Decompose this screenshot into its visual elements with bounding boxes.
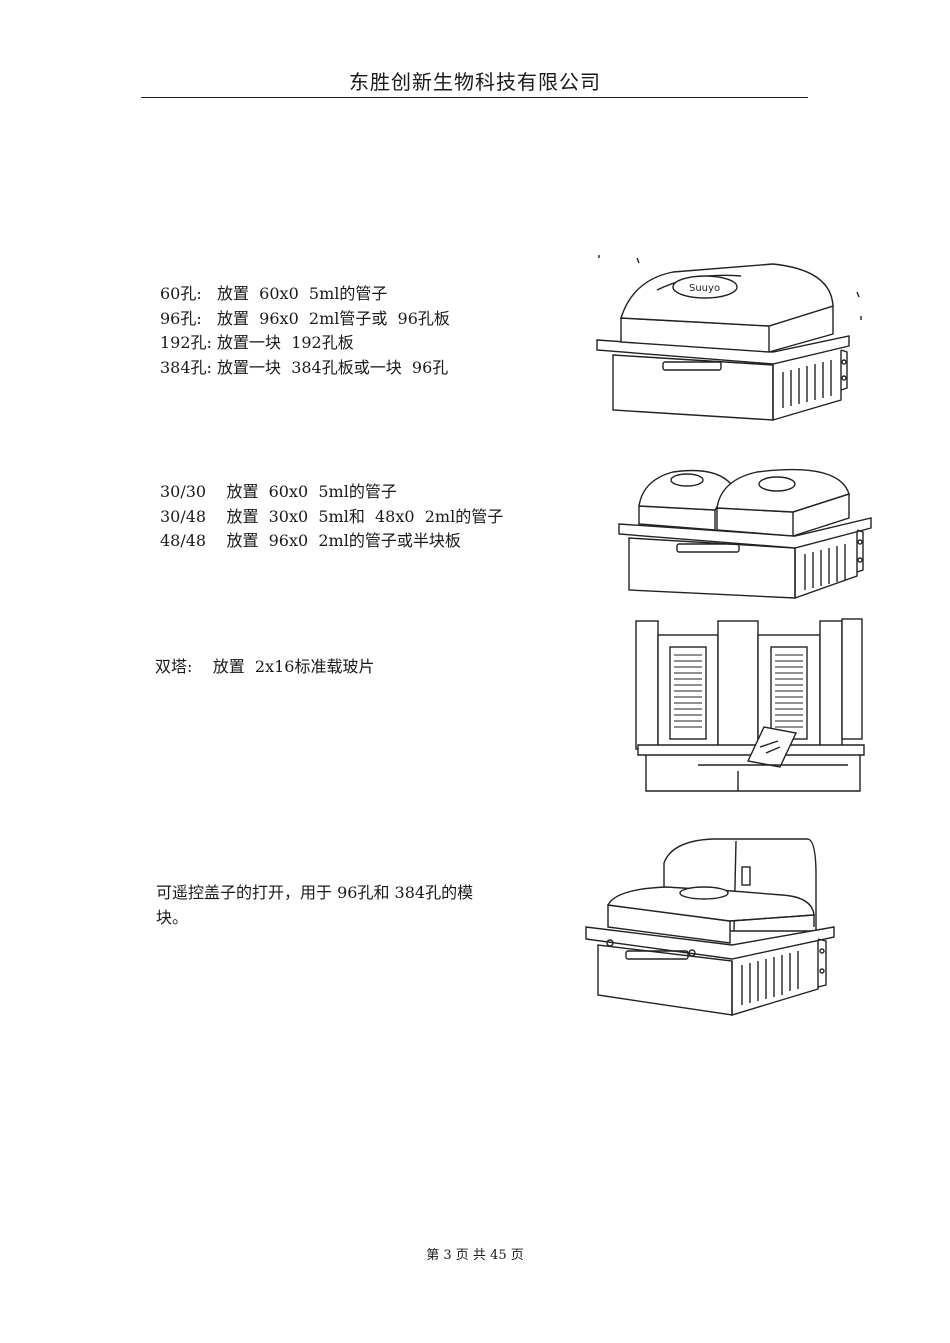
twin-tower-text: 双塔: 放置 2x16标准载玻片 <box>155 655 374 680</box>
text-line: 30/30 放置 60x0 5ml的管子 <box>160 482 397 501</box>
device-logo: Suuyo <box>689 283 720 294</box>
single-block-module-drawing: Suuyo <box>593 250 873 425</box>
page-footer: 第 3 页 共 45 页 <box>426 1248 524 1263</box>
text-line: 60孔: 放置 60x0 5ml的管子 <box>160 284 388 303</box>
text-line: 30/48 放置 30x0 5ml和 48x0 2ml的管子 <box>160 506 504 526</box>
company-title: 东胜创新生物科技有限公司 <box>349 70 601 94</box>
text-line: 双塔: 放置 2x16标准载玻片 <box>155 657 375 676</box>
remote-lid-module-drawing <box>582 835 842 1025</box>
block-module-list: 60孔: 放置 60x0 5ml的管子 96孔: 放置 96x0 2ml管子或 … <box>160 282 450 380</box>
text-line: 192孔: 放置一块 192孔板 <box>160 333 354 352</box>
remote-lid-text: 可遥控盖子的打开，用于 96孔和 384孔的模块。 <box>156 883 474 927</box>
text-line: 48/48 放置 96x0 2ml的管子或半块板 <box>160 531 461 550</box>
twin-tower-slide-module-drawing <box>628 615 873 797</box>
text-line: 96孔: 放置 96x0 2ml管子或 96孔板 <box>160 308 450 328</box>
header-divider <box>141 97 808 98</box>
text-line: 384孔: 放置一块 384孔板或一块 96孔 <box>160 357 449 377</box>
dual-block-list: 30/30 放置 60x0 5ml的管子 30/48 放置 30x0 5ml和 … <box>160 480 503 554</box>
dual-block-module-drawing <box>617 458 877 600</box>
